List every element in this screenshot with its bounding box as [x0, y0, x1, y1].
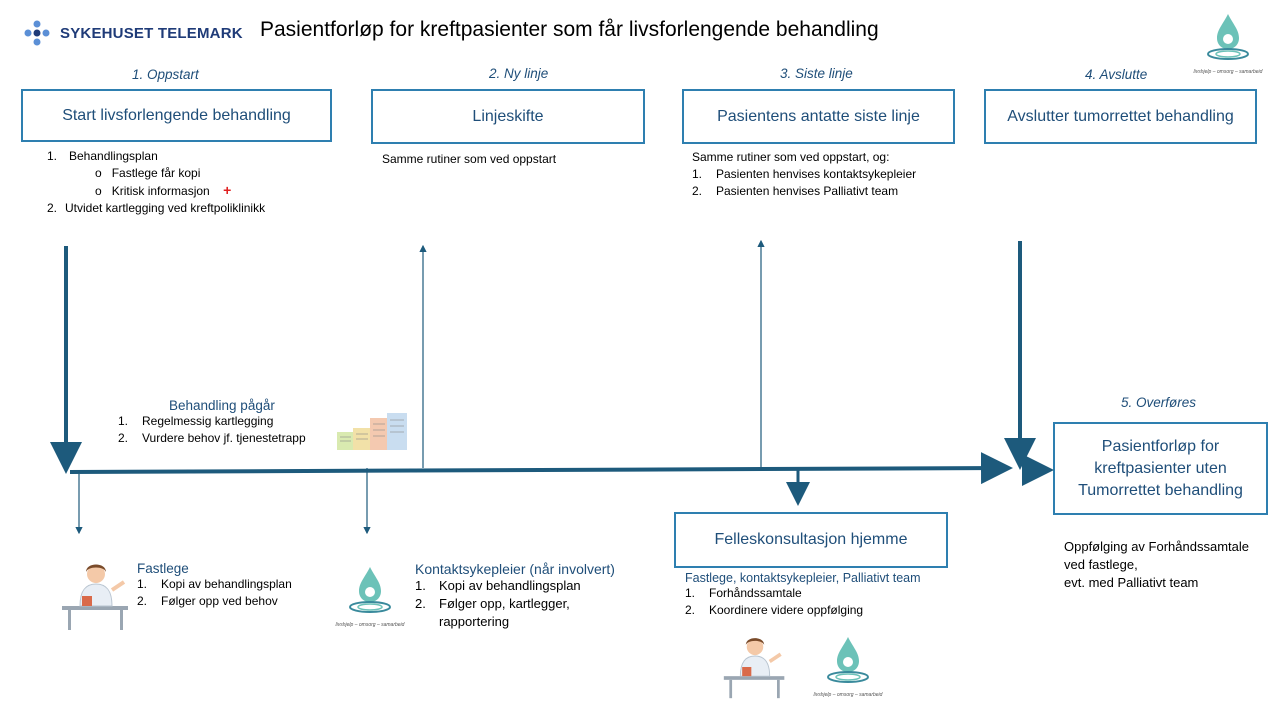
- stage-label-avslutte: 4. Avslutte: [1085, 67, 1148, 82]
- box-linjeskifte: Linjeskifte: [371, 89, 645, 144]
- fastlege-heading: Fastlege: [137, 561, 189, 576]
- stage-label-oppstart: 1. Oppstart: [132, 67, 199, 82]
- hospital-logo-text: SYKEHUSET TELEMARK: [60, 25, 243, 42]
- behandling-heading: Behandling pågår: [169, 398, 275, 413]
- doctor-icon: [60, 560, 132, 632]
- logo-dots-icon: [22, 20, 56, 55]
- box-siste-linje: Pasientens antatte siste linje: [682, 89, 955, 144]
- box-felleskonsultasjon: Felleskonsultasjon hjemme: [674, 512, 948, 568]
- kontakt-section: Kontaktsykepleier (når involvert) 1.Kopi…: [415, 561, 675, 631]
- oppfolging-text: Oppfølging av Forhåndssamtale ved fastle…: [1064, 539, 1249, 590]
- linjeskifte-text: Samme rutiner som ved oppstart: [382, 152, 557, 166]
- siste-linje-list: Samme rutiner som ved oppstart, og: 1.Pa…: [692, 150, 917, 198]
- fastlege-section: Fastlege 1.Kopi av behandlingsplan 2.Føl…: [137, 561, 377, 610]
- page-title: Pasientforløp for kreftpasienter som får…: [260, 18, 879, 41]
- oppstart-list: 1.Behandlingsplan o Fastlege får kopi o …: [47, 149, 266, 215]
- tjenestetrapp-thumbnail-icon: [335, 412, 410, 452]
- arrow-timeline: [69, 452, 1013, 485]
- felles-heading: Fastlege, kontaktsykepleier, Palliativt …: [685, 571, 921, 585]
- stage-label-overfores: 5. Overføres: [1121, 395, 1197, 410]
- box-start-behandling: Start livsforlengende behandling: [21, 89, 332, 142]
- stage-label-ny-linje: 2. Ny linje: [489, 66, 549, 81]
- felles-livshjelp-logo-icon: livshjelp – omsorg – samarbeid: [813, 635, 883, 698]
- felles-section: Fastlege, kontaktsykepleier, Palliativt …: [685, 571, 965, 619]
- felles-doctor-icon: [722, 632, 788, 702]
- stage-label-siste-linje: 3. Siste linje: [780, 66, 853, 81]
- behandling-section: Behandling pågår 1.Regelmessig kartleggi…: [118, 398, 368, 447]
- plus-icon: +: [223, 182, 232, 198]
- box-avslutter: Avslutter tumorrettet behandling: [984, 89, 1257, 144]
- kontakt-livshjelp-logo-icon: livshjelp – omsorg – samarbeid: [335, 565, 405, 628]
- livshjelp-logo-icon: livshjelp – omsorg – samarbeid: [1193, 12, 1263, 75]
- kontakt-heading: Kontaktsykepleier (når involvert): [415, 561, 615, 577]
- box-overfores: Pasientforløp for kreftpasienter uten Tu…: [1053, 422, 1268, 515]
